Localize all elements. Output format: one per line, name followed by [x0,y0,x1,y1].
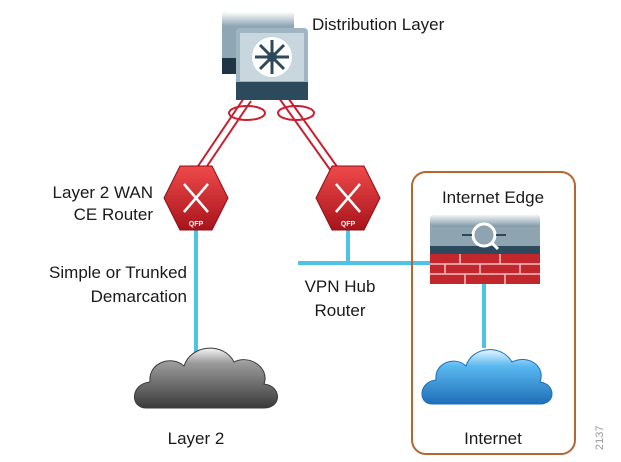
vpn-uplink-b [285,94,344,176]
internet-cloud-icon [421,349,553,405]
vpn-hub-label-line1: VPN Hub [305,277,376,296]
etherchannel-right-icon [277,105,315,121]
switch-front-icon [236,28,308,100]
ce-router-label-line1: Layer 2 WAN [53,183,153,202]
internet-edge-box [411,171,576,455]
figure-number: 2137 [594,426,606,450]
internet-cloud-label: Internet [464,429,522,448]
distribution-switch-icon [222,12,308,100]
demarcation-label-line2: Demarcation [91,287,187,306]
vpn-hub-label-line2: Router [314,301,365,320]
ce-uplink-a [189,97,245,179]
port-channel-ellipses [228,105,315,121]
vpn-uplink-a [278,97,337,179]
internet-edge-label: Internet Edge [442,188,544,207]
vpn-hub-router-icon: QFP [315,165,381,231]
layer2-cloud-icon [134,347,278,409]
demarcation-label-line1: Simple or Trunked [49,263,187,282]
firewall-icon [430,215,540,284]
etherchannel-left-icon [228,105,266,121]
ce-router-icon: QFP [163,165,229,231]
distribution-layer-label: Distribution Layer [312,15,445,34]
blue-links [194,225,486,355]
ce-router-label-line2: CE Router [74,205,154,224]
layer2-cloud-label: Layer 2 [168,429,225,448]
ce-router-qfp-badge: QFP [189,221,204,228]
vpn-router-qfp-badge: QFP [341,221,356,228]
